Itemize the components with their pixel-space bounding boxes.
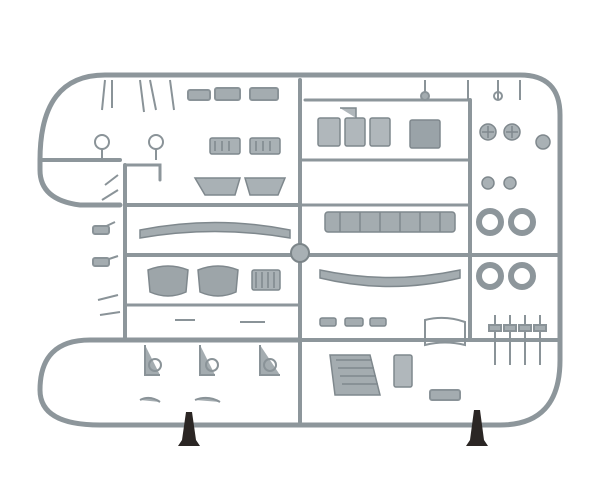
- parts-fenders: [147, 265, 281, 297]
- parts-panels: [317, 107, 441, 149]
- parts-tires: [476, 208, 536, 290]
- parts-wheel-hubs: [479, 123, 551, 190]
- parts-lower-right: [424, 315, 547, 401]
- parts-lower-left: [139, 319, 280, 403]
- parts-left-rail: [92, 174, 121, 316]
- parts-chassis: [139, 211, 461, 288]
- display-stand: [178, 410, 488, 446]
- parts-upper-left: [94, 79, 279, 160]
- parts-grilles: [193, 137, 287, 196]
- sprue-frame: [37, 72, 563, 428]
- parts-top-right: [420, 80, 521, 101]
- parts-lower-middle: [319, 317, 413, 396]
- centre-boss: [290, 243, 310, 263]
